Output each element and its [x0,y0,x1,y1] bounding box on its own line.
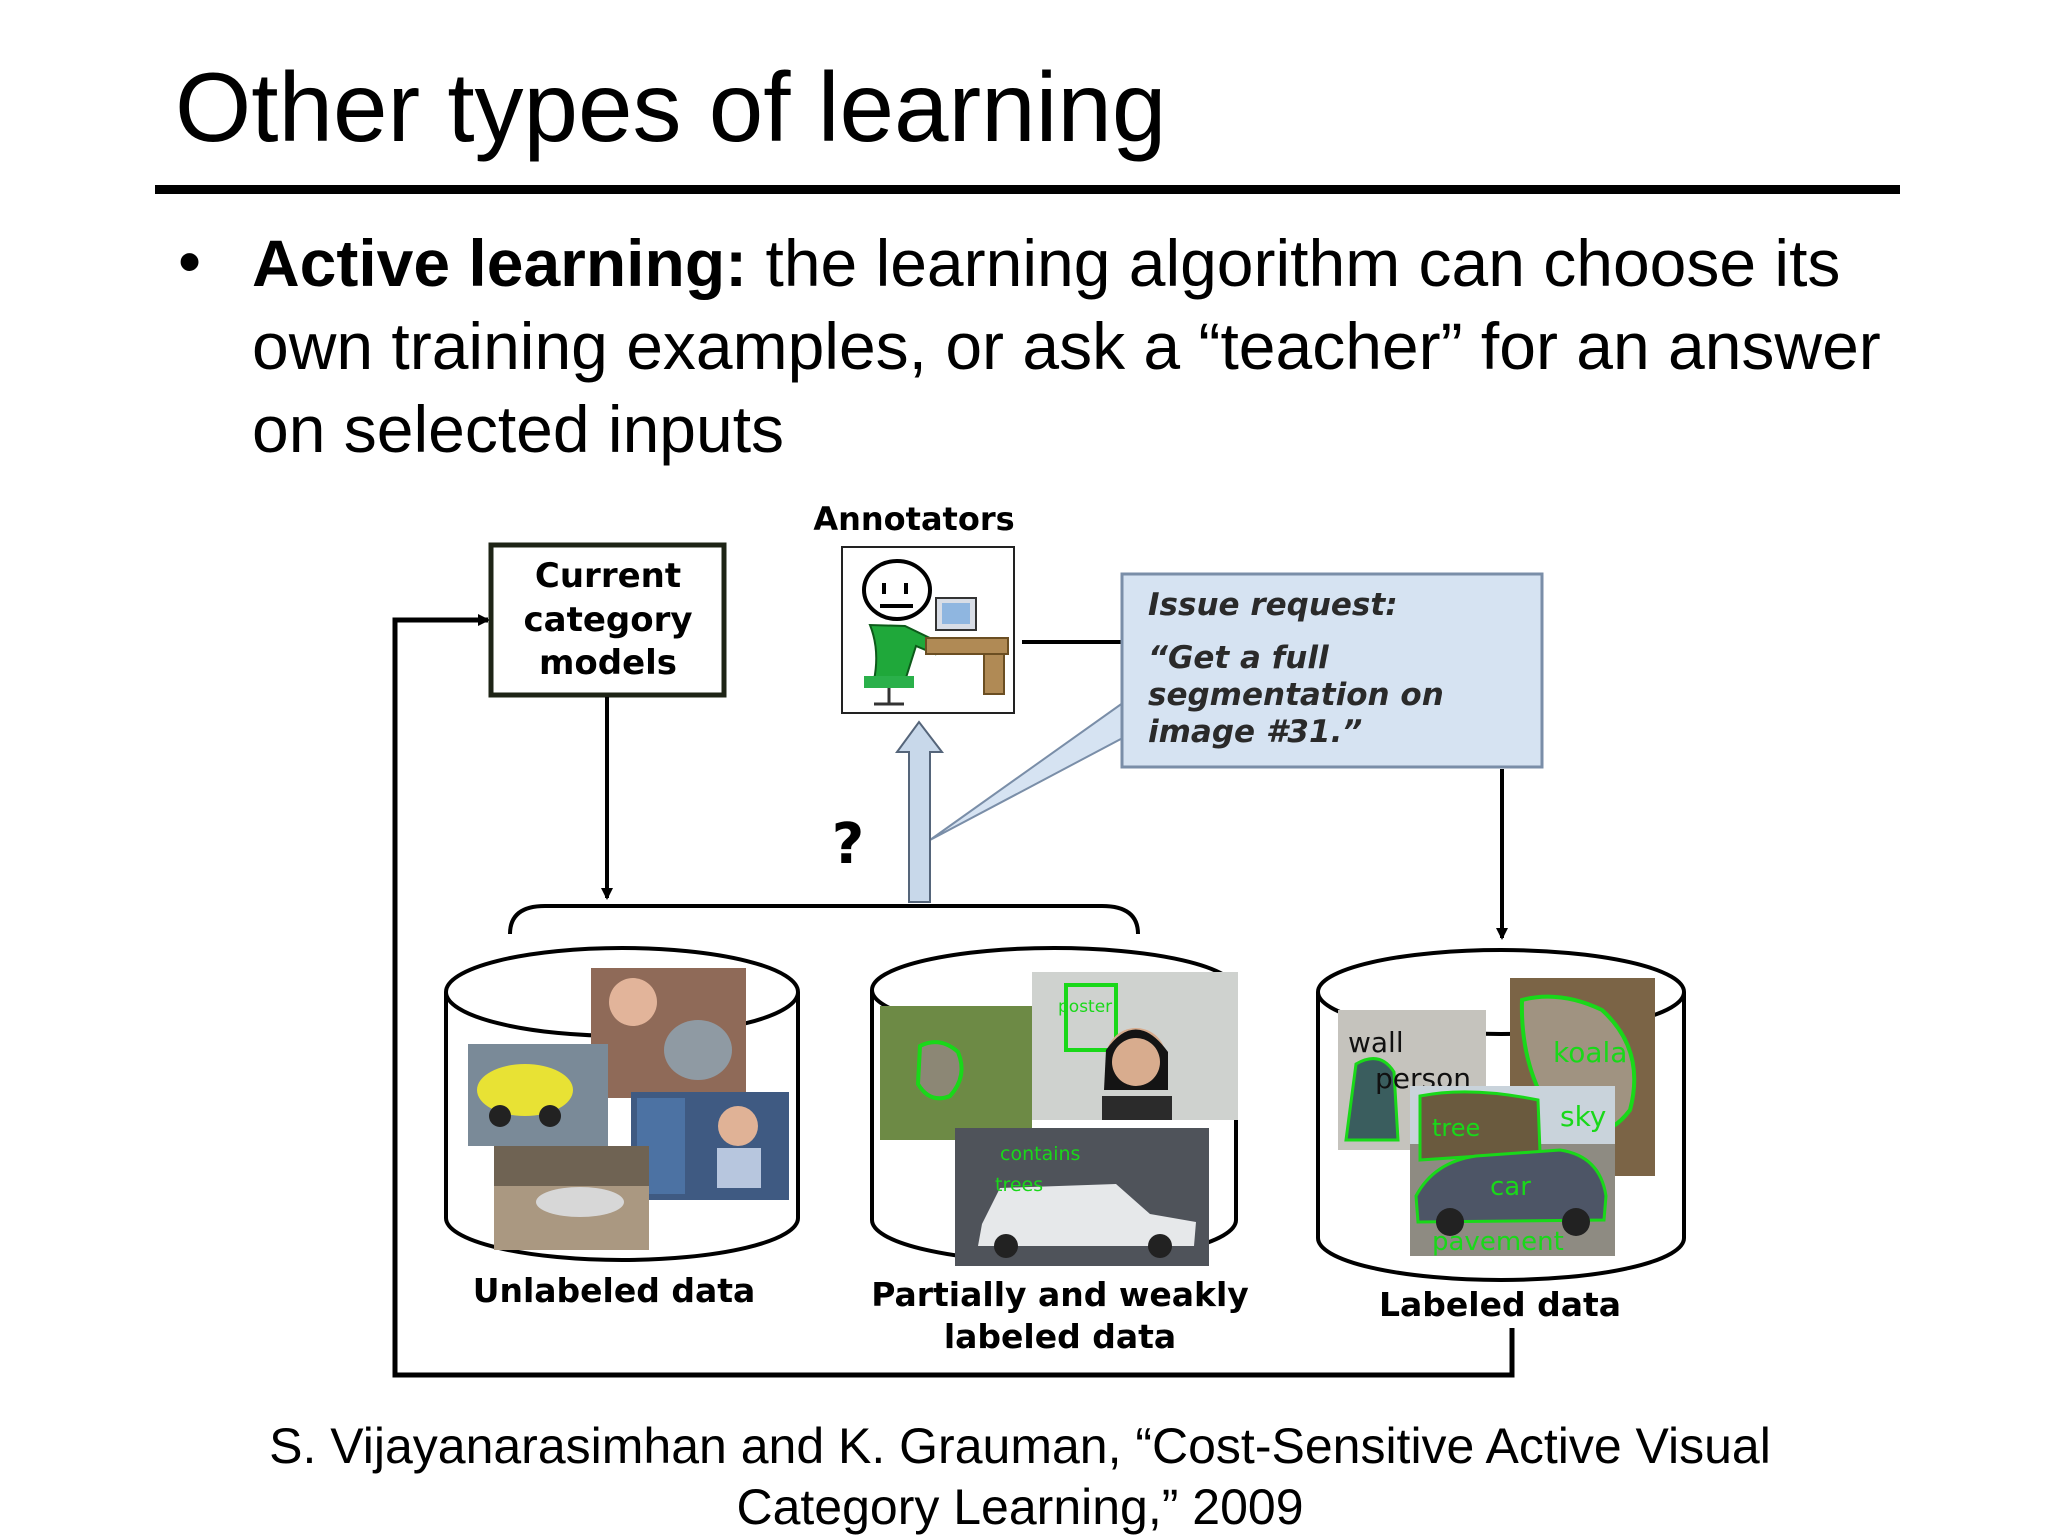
query-up-arrow [895,720,945,903]
request-line-1: “Get a full [1148,640,1329,676]
tag-wall: wall [1348,1026,1404,1059]
labeled-photos: koala wall person sky tree car pavement [1338,978,1655,1257]
bullet-definition: the learning algorithm can choose its ow… [252,226,1881,466]
citation-line-2: Category Learning,” 2009 [736,1479,1304,1535]
tag-tree: tree [1432,1114,1480,1142]
tag-car: car [1490,1172,1531,1202]
candidate-brace [508,904,1140,935]
tag-contains: contains [1000,1143,1080,1165]
request-line-2: segmentation on [1148,677,1444,713]
request-title: Issue request: [1148,587,1398,623]
request-box [1120,572,1544,769]
bullet-text: Active learning: the learning algorithm … [252,222,1892,471]
annotator-icon [862,559,1009,706]
feedback-loop-arrow [392,614,1515,1378]
bullet-term: Active learning: [252,226,748,300]
models-box [488,542,727,698]
request-line-3: image #31.” [1148,714,1362,750]
slide-title: Other types of learning [175,52,1167,162]
title-divider [155,185,1900,194]
request-callout-tail [929,693,1135,841]
tag-koala: koala [1553,1036,1627,1069]
question-mark: ? [832,812,864,877]
partial-label-line-1: Partially and weakly [871,1275,1249,1314]
tag-trees: trees [995,1174,1043,1196]
partial-photos: poster contains trees [880,972,1238,1266]
labeled-label: Labeled data [1379,1285,1621,1324]
models-line-1: Current [535,556,681,596]
citation-line-1: S. Vijayanarasimhan and K. Grauman, “Cos… [269,1418,1771,1474]
unlabeled-photos [468,968,789,1250]
bullet-marker: • [178,224,202,298]
partial-label-line-2: labeled data [944,1317,1176,1356]
citation: S. Vijayanarasimhan and K. Grauman, “Cos… [120,1416,1920,1538]
models-line-3: models [539,643,677,683]
tag-pavement: pavement [1432,1227,1564,1257]
annotators-label: Annotators [813,500,1014,538]
tag-poster: poster [1058,997,1112,1017]
unlabeled-label: Unlabeled data [473,1271,756,1310]
tag-sky: sky [1560,1100,1606,1133]
models-line-2: category [523,600,692,640]
